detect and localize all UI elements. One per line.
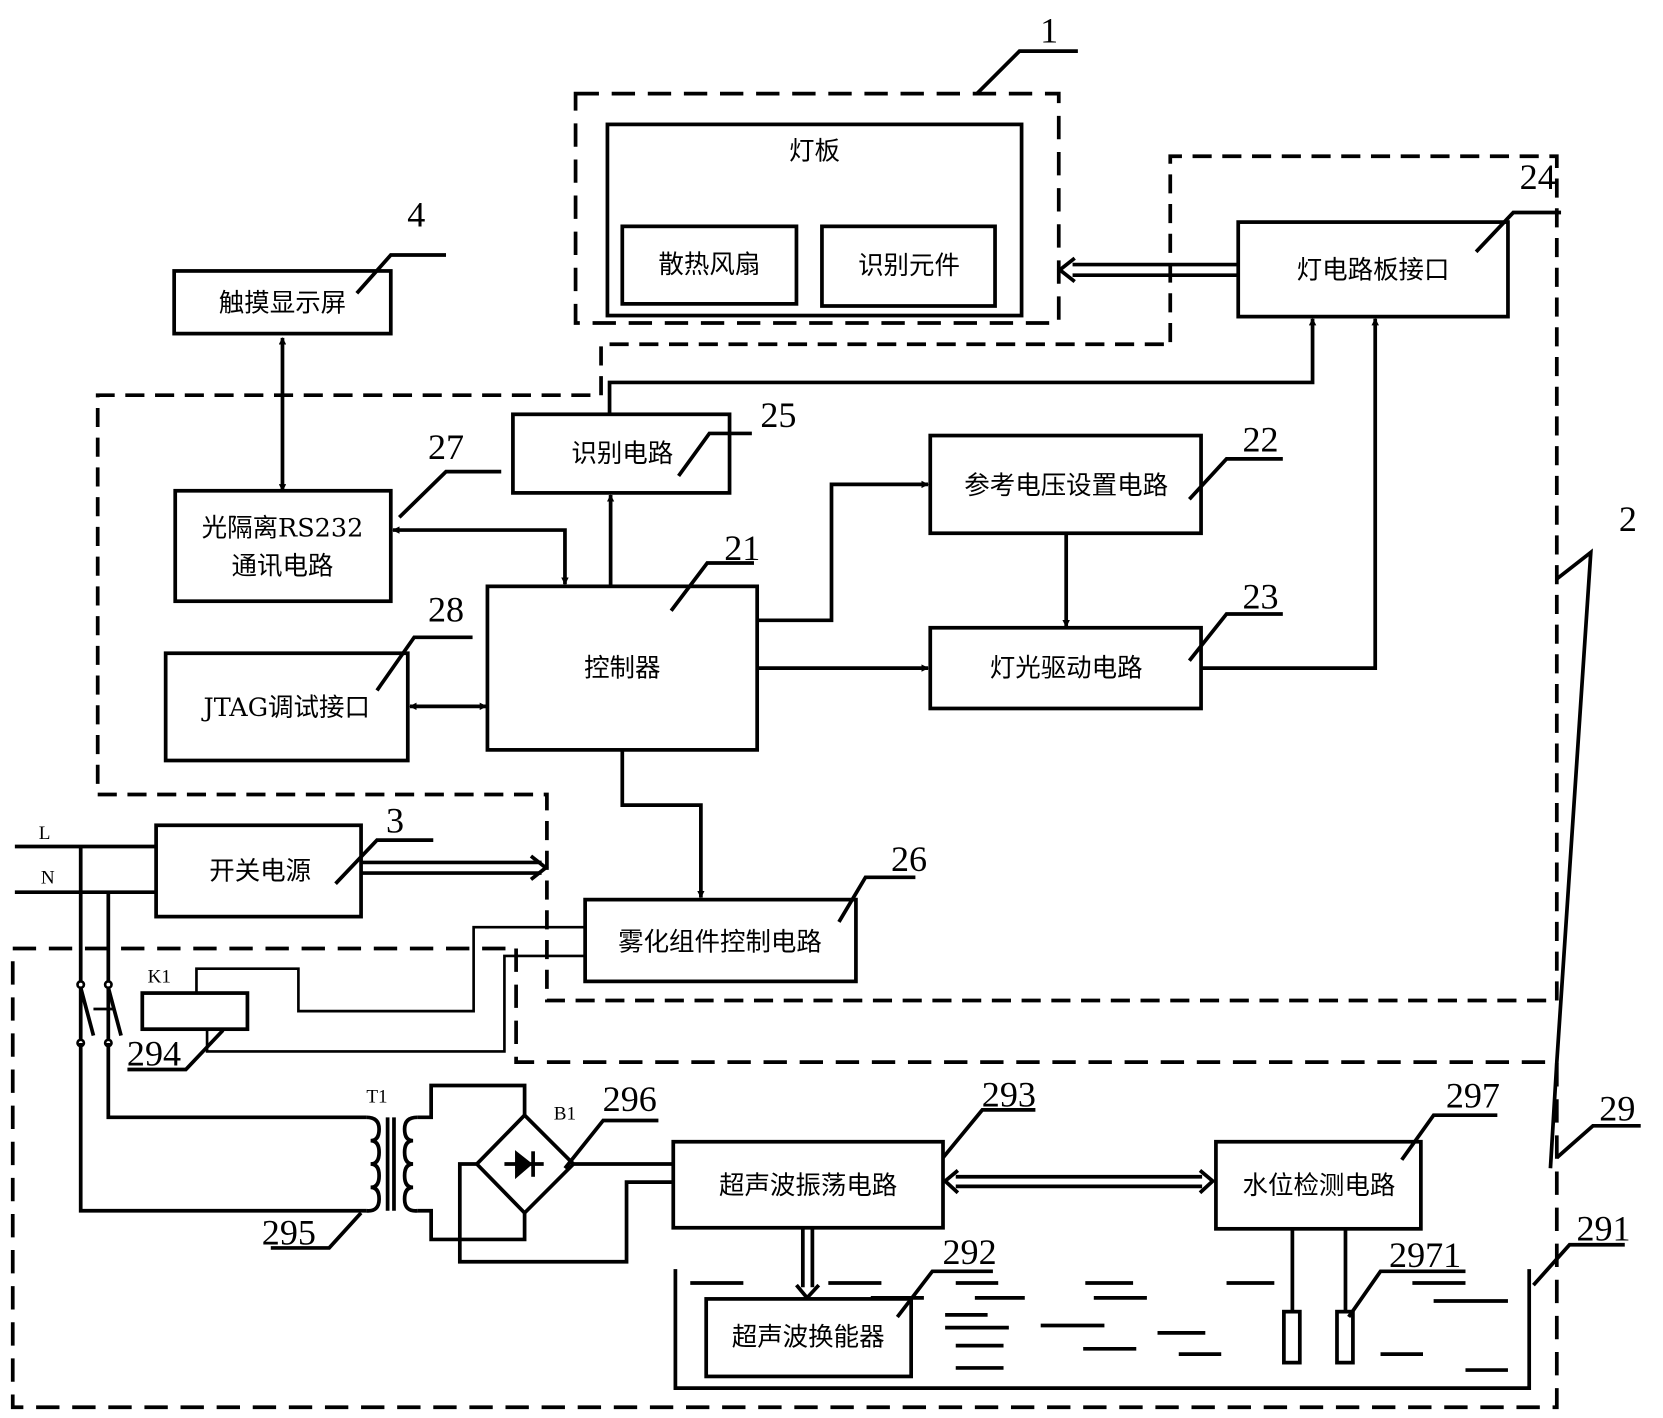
oscillator-transducer-link <box>795 1227 821 1301</box>
svg-text:25: 25 <box>760 395 796 435</box>
water-level-box: 水位检测电路 <box>1214 1139 1423 1231</box>
ref-label-27: 27 <box>397 427 502 519</box>
svg-text:水位检测电路: 水位检测电路 <box>1243 1171 1396 1201</box>
svg-text:294: 294 <box>127 1033 181 1073</box>
svg-text:28: 28 <box>428 589 464 629</box>
svg-text:灯光驱动电路: 灯光驱动电路 <box>990 654 1143 684</box>
ref-label-295: 295 <box>262 1211 363 1253</box>
transducer-box: 超声波换能器 <box>704 1297 914 1379</box>
svg-text:293: 293 <box>982 1075 1036 1115</box>
rs232-box: 光隔离RS232 通讯电路 <box>173 488 393 604</box>
svg-text:JTAG调试接口: JTAG调试接口 <box>201 693 370 723</box>
ref-label-21: 21 <box>669 528 760 612</box>
power-output-arrow <box>361 854 549 881</box>
id-element-label: 识别元件 <box>858 251 960 281</box>
ref-label-2: 2 <box>1548 499 1637 1169</box>
svg-text:296: 296 <box>603 1079 657 1119</box>
svg-text:通讯电路: 通讯电路 <box>232 552 334 582</box>
cooling-fan-label: 散热风扇 <box>658 250 760 280</box>
id-interface-link <box>607 317 1317 415</box>
svg-text:29: 29 <box>1599 1089 1635 1129</box>
svg-text:触摸显示屏: 触摸显示屏 <box>219 288 346 318</box>
svg-text:识别电路: 识别电路 <box>571 439 673 469</box>
svg-text:L: L <box>39 823 51 844</box>
ref-label-293: 293 <box>941 1075 1036 1159</box>
jtag-box: JTAG调试接口 <box>163 651 410 763</box>
svg-text:超声波振荡电路: 超声波振荡电路 <box>719 1171 897 1201</box>
svg-text:超声波换能器: 超声波换能器 <box>732 1323 885 1353</box>
water-tank <box>673 1269 1532 1390</box>
ref-voltage-box: 参考电压设置电路 <box>928 433 1203 536</box>
svg-text:4: 4 <box>407 194 425 234</box>
svg-text:23: 23 <box>1242 577 1278 617</box>
svg-text:T1: T1 <box>366 1086 387 1107</box>
svg-text:297: 297 <box>1446 1076 1500 1116</box>
ref-label-24: 24 <box>1474 157 1562 254</box>
svg-text:灯电路板接口: 灯电路板接口 <box>1297 255 1450 285</box>
relay-k1: K1 <box>76 966 250 1048</box>
ref-label-291: 291 <box>1532 1209 1631 1287</box>
atomizer-relay-wire-a <box>195 925 586 1013</box>
driver-interface-link <box>1201 317 1379 670</box>
lamp-board-group <box>573 91 1061 325</box>
svg-text:292: 292 <box>942 1232 996 1272</box>
ref-label-4: 4 <box>355 194 447 295</box>
svg-text:雾化组件控制电路: 雾化组件控制电路 <box>618 928 822 958</box>
atomizer-group <box>10 946 1559 1410</box>
atomizer-control-box: 雾化组件控制电路 <box>583 897 858 984</box>
controller-box: 控制器 <box>485 584 760 752</box>
interface-to-lamp-arrow <box>1056 256 1239 284</box>
svg-text:B1: B1 <box>554 1103 576 1124</box>
controller-rs232-link <box>392 526 569 585</box>
id-circuit-box: 识别电路 <box>511 412 732 495</box>
bridge-rectifier-b1: B1 <box>457 1103 673 1264</box>
svg-text:控制器: 控制器 <box>584 654 660 684</box>
ref-label-28: 28 <box>375 589 473 692</box>
ref-label-25: 25 <box>677 395 796 477</box>
oscillator-level-link <box>942 1168 1216 1195</box>
ref-label-23: 23 <box>1187 577 1283 662</box>
ref-label-292: 292 <box>895 1232 997 1319</box>
svg-text:N: N <box>41 868 55 889</box>
ref-label-296: 296 <box>563 1079 659 1170</box>
oscillator-box: 超声波振荡电路 <box>671 1139 945 1230</box>
water-surface-lines <box>690 1281 1508 1372</box>
lamp-interface-box: 灯电路板接口 <box>1236 220 1510 319</box>
ref-label-26: 26 <box>837 839 927 923</box>
ref-label-1: 1 <box>975 11 1078 95</box>
svg-text:27: 27 <box>428 427 464 467</box>
svg-text:291: 291 <box>1576 1209 1630 1249</box>
svg-text:光隔离RS232: 光隔离RS232 <box>202 513 364 543</box>
svg-text:24: 24 <box>1520 157 1556 197</box>
svg-text:3: 3 <box>386 801 404 841</box>
controller-board-group <box>95 154 1559 1003</box>
ref-label-22: 22 <box>1188 419 1283 501</box>
water-level-probes <box>1282 1228 1355 1365</box>
atomizer-relay-wire-b <box>205 954 586 1053</box>
light-driver-box: 灯光驱动电路 <box>928 625 1203 711</box>
svg-text:26: 26 <box>891 839 927 879</box>
mains-lines: L N <box>14 823 157 1041</box>
power-supply-box: 开关电源 <box>154 823 363 919</box>
svg-text:开关电源: 开关电源 <box>209 856 311 886</box>
svg-text:295: 295 <box>262 1213 316 1253</box>
touch-screen-box: 触摸显示屏 <box>172 269 393 336</box>
svg-text:2971: 2971 <box>1389 1235 1461 1275</box>
svg-text:2: 2 <box>1619 499 1637 539</box>
controller-refvoltage-link <box>757 480 929 623</box>
lamp-board: 灯板 散热风扇 识别元件 <box>605 122 1024 318</box>
controller-atomizer-link <box>620 749 705 899</box>
svg-text:21: 21 <box>724 528 760 568</box>
ref-label-294: 294 <box>127 1028 225 1073</box>
ref-label-29: 29 <box>1555 1089 1641 1160</box>
ref-label-297: 297 <box>1400 1076 1500 1161</box>
svg-text:参考电压设置电路: 参考电压设置电路 <box>964 471 1168 501</box>
svg-text:22: 22 <box>1242 419 1278 459</box>
ref-label-3: 3 <box>334 801 434 885</box>
lamp-board-label: 灯板 <box>789 136 840 166</box>
svg-text:1: 1 <box>1040 11 1058 51</box>
svg-text:K1: K1 <box>148 966 171 987</box>
ref-label-2971: 2971 <box>1347 1235 1466 1319</box>
transformer-t1: T1 <box>78 1042 527 1242</box>
